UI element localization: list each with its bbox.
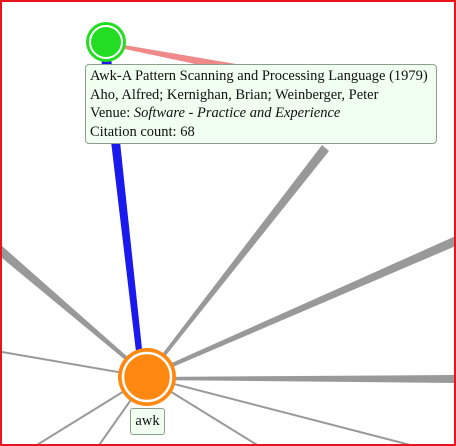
focus-node-awk[interactable]	[118, 348, 176, 406]
paper-authors: Aho, Alfred; Kernighan, Brian; Weinberge…	[90, 86, 379, 103]
paper-venue-row: Venue: Software - Practice and Experienc…	[90, 104, 436, 123]
hovered-paper-node[interactable]	[86, 22, 126, 62]
graph-edge	[146, 376, 411, 444]
citation-count-row: Citation count: 68	[90, 123, 436, 142]
focus-node-label[interactable]: awk	[130, 408, 165, 435]
citation-count: 68	[180, 123, 195, 140]
graph-edge	[147, 236, 454, 378]
citation-count-label: Citation count:	[90, 123, 181, 140]
graph-edge	[147, 375, 454, 383]
paper-tooltip: Awk-A Pattern Scanning and Processing La…	[85, 64, 437, 144]
venue-label: Venue:	[90, 105, 134, 122]
paper-venue: Software - Practice and Experience	[133, 105, 341, 122]
graph-edge	[2, 246, 147, 378]
graph-edge	[147, 145, 329, 379]
paper-title: Awk-A Pattern Scanning and Processing La…	[90, 68, 428, 84]
